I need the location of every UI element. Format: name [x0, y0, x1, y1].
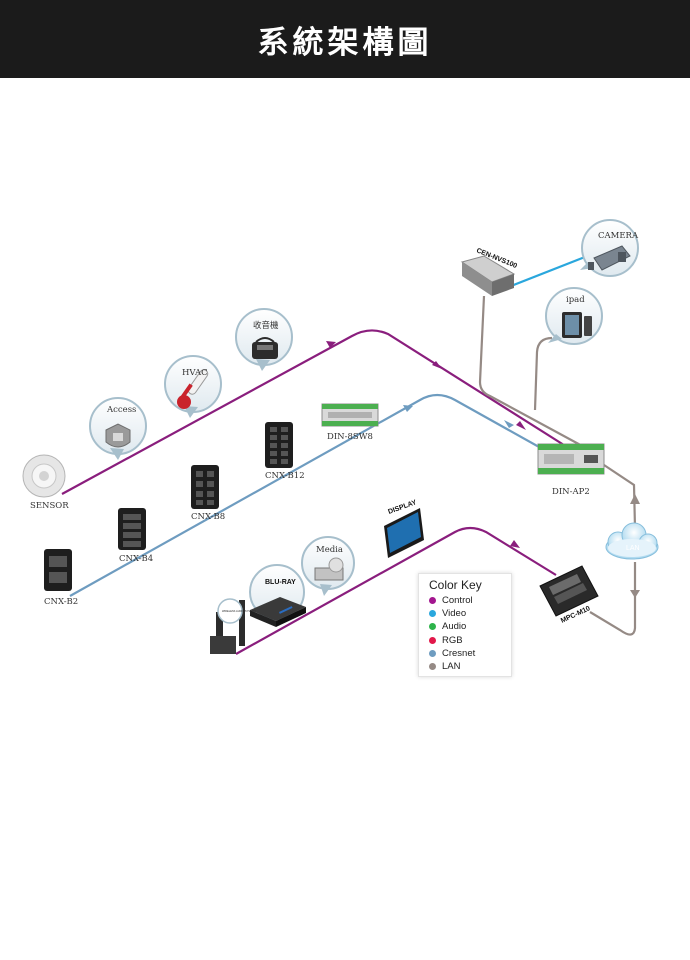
ipad-bubble	[545, 287, 603, 345]
display-device	[384, 508, 424, 558]
legend-item-rgb: RGB	[429, 634, 511, 647]
camera-label: CAMERA	[598, 231, 639, 241]
legend-dot	[429, 663, 436, 671]
legend-item-video: Video	[429, 607, 511, 620]
sensor-label: SENSOR	[30, 501, 69, 511]
arrow-control-4	[510, 540, 520, 548]
din-8sw8-label: DIN-8SW8	[327, 432, 373, 442]
din-8sw8-device	[321, 403, 379, 427]
ipad-label: ipad	[566, 295, 585, 305]
video-line-camera	[505, 253, 591, 290]
lan-line-ap2-cloud	[603, 464, 637, 529]
legend-label: LAN	[442, 661, 461, 673]
radio-bubble	[235, 308, 293, 371]
lan-cloud	[605, 522, 659, 560]
radio-label: 收音機	[253, 320, 279, 331]
hvac-label: HVAC	[182, 368, 208, 378]
access-label: Access	[106, 405, 136, 415]
cen-nvs100-device	[460, 255, 516, 296]
legend-label: Video	[442, 608, 467, 620]
cnx-b12-label: CNX-B12	[265, 471, 305, 481]
lan-line-nvs	[478, 295, 587, 449]
legend-title: Color Key	[429, 578, 482, 592]
mpc-m10-device	[539, 565, 599, 617]
arrow-cresnet-2	[504, 420, 514, 428]
subwoofer-label: WIRELESS AUDIO SYSTEM	[222, 609, 256, 613]
cnx-b2-label: CNX-B2	[44, 597, 78, 607]
cnx-b2-keypad	[44, 549, 72, 591]
din-ap2-label: DIN-AP2	[552, 487, 590, 497]
legend-item-lan: LAN	[429, 660, 511, 673]
legend-dot	[429, 623, 436, 631]
legend-dot	[429, 649, 436, 657]
media-label: Media	[316, 545, 343, 555]
legend-label: Control	[442, 595, 473, 607]
cnx-b4-label: CNX-B4	[119, 554, 153, 564]
legend-item-audio: Audio	[429, 620, 511, 633]
header-banner: 系統架構圖	[0, 0, 690, 78]
legend-item-control: Control	[429, 594, 511, 607]
page-title: 系統架構圖	[257, 24, 433, 61]
lan-line-cloud-mpc	[589, 562, 637, 636]
legend-dot	[429, 597, 436, 605]
legend-label: RGB	[442, 634, 463, 646]
blu-ray-player	[250, 597, 306, 627]
arrow-control-2	[432, 361, 442, 369]
lan-line-ipad	[533, 336, 553, 411]
arrow-lan-1	[630, 494, 640, 504]
access-bubble	[89, 397, 147, 460]
media-bubble	[301, 536, 355, 596]
arrow-cresnet-1	[403, 405, 413, 412]
legend-item-cresnet: Cresnet	[429, 647, 511, 660]
blu-ray-label: BLU-RAY	[265, 579, 296, 586]
lan-cloud-label: LAN	[626, 545, 640, 552]
camera-bubble	[580, 219, 639, 277]
cresnet-line	[69, 393, 549, 597]
cnx-b8-keypad	[191, 465, 219, 509]
legend-dot	[429, 636, 436, 644]
arrow-lan-2	[630, 590, 640, 598]
arrow-control-1	[326, 341, 336, 348]
cnx-b12-keypad	[265, 422, 293, 468]
sensor-device	[22, 454, 66, 498]
cnx-b8-label: CNX-B8	[191, 512, 225, 522]
legend-dot	[429, 610, 436, 618]
color-key-legend: Color Key Control Video Audio RGB Cresne…	[418, 573, 512, 677]
control-line-upper	[61, 329, 576, 495]
cnx-b4-keypad	[118, 508, 146, 550]
legend-label: Cresnet	[442, 647, 476, 659]
control-line-lower	[235, 526, 557, 655]
arrow-control-3	[516, 421, 526, 430]
legend-label: Audio	[442, 621, 467, 633]
speaker-system	[210, 598, 245, 654]
din-ap2-device	[537, 443, 605, 475]
hvac-bubble	[164, 355, 222, 418]
